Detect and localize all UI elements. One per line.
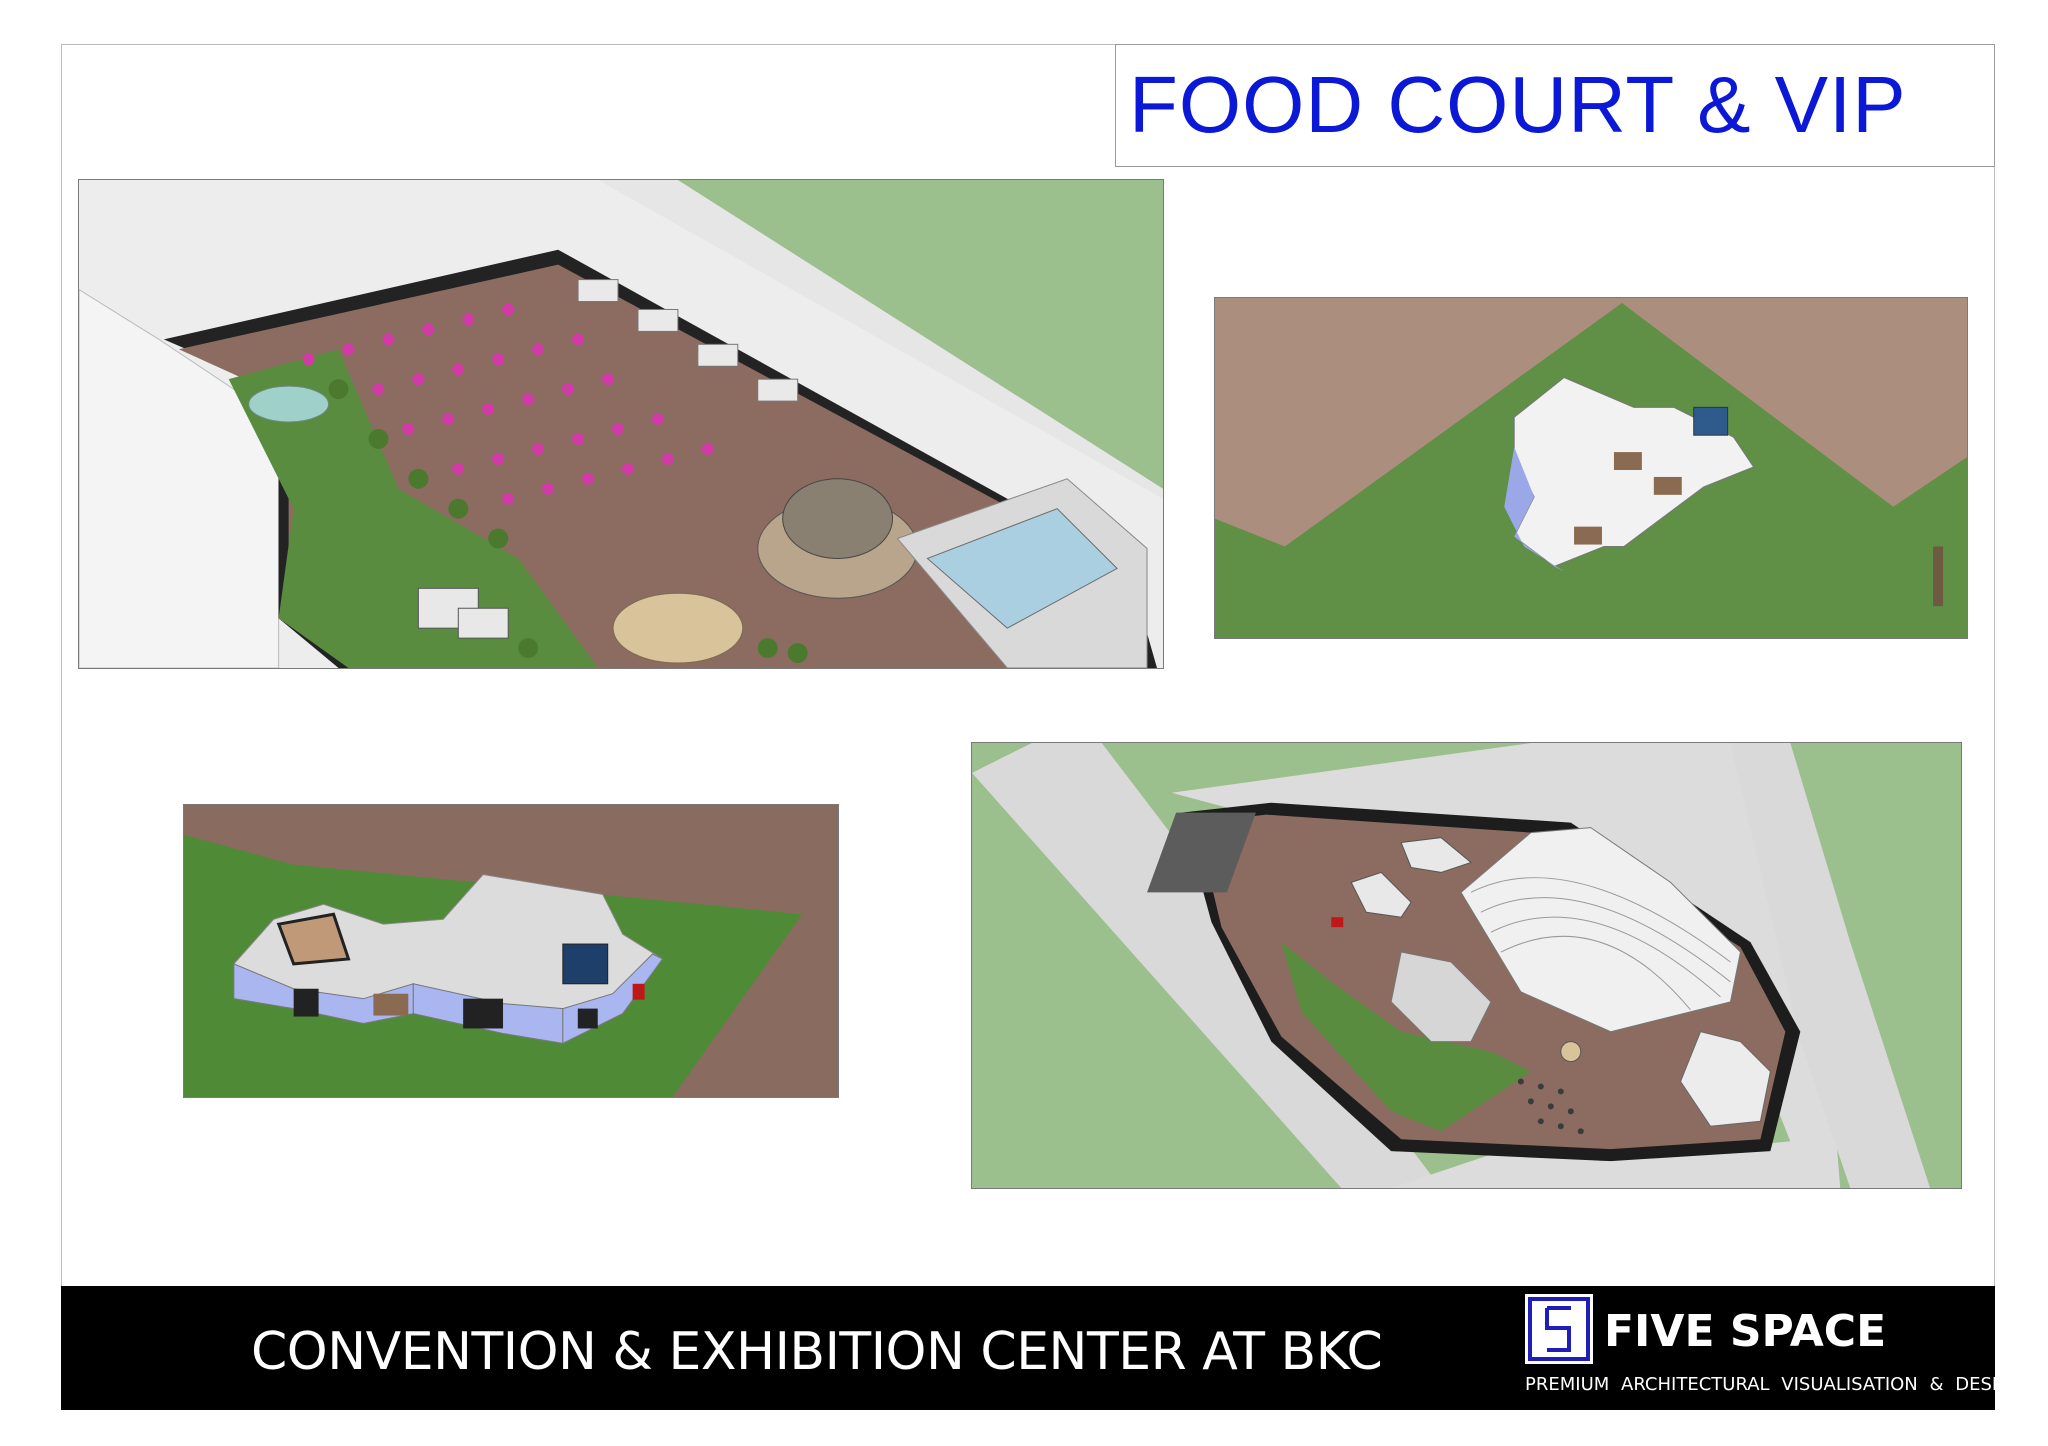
title-box: FOOD COURT & VIP [1115,44,1995,167]
food-court-aerial-view [78,179,1164,669]
brand-name: FIVE SPACE [1604,1306,1887,1357]
brand-tagline: PREMIUM ARCHITECTURAL VISUALISATION & DE… [1525,1374,2025,1395]
footer-bar: CONVENTION & EXHIBITION CENTER AT BKC FI… [61,1286,2025,1410]
vip-block-perspective-view [183,804,839,1098]
page-title: FOOD COURT & VIP [1129,60,1907,149]
vip-block-top-view [1214,297,1968,639]
site-master-plan-view [971,742,1962,1189]
five-space-logo-icon [1525,1294,1593,1364]
project-title: CONVENTION & EXHIBITION CENTER AT BKC [251,1322,1383,1382]
